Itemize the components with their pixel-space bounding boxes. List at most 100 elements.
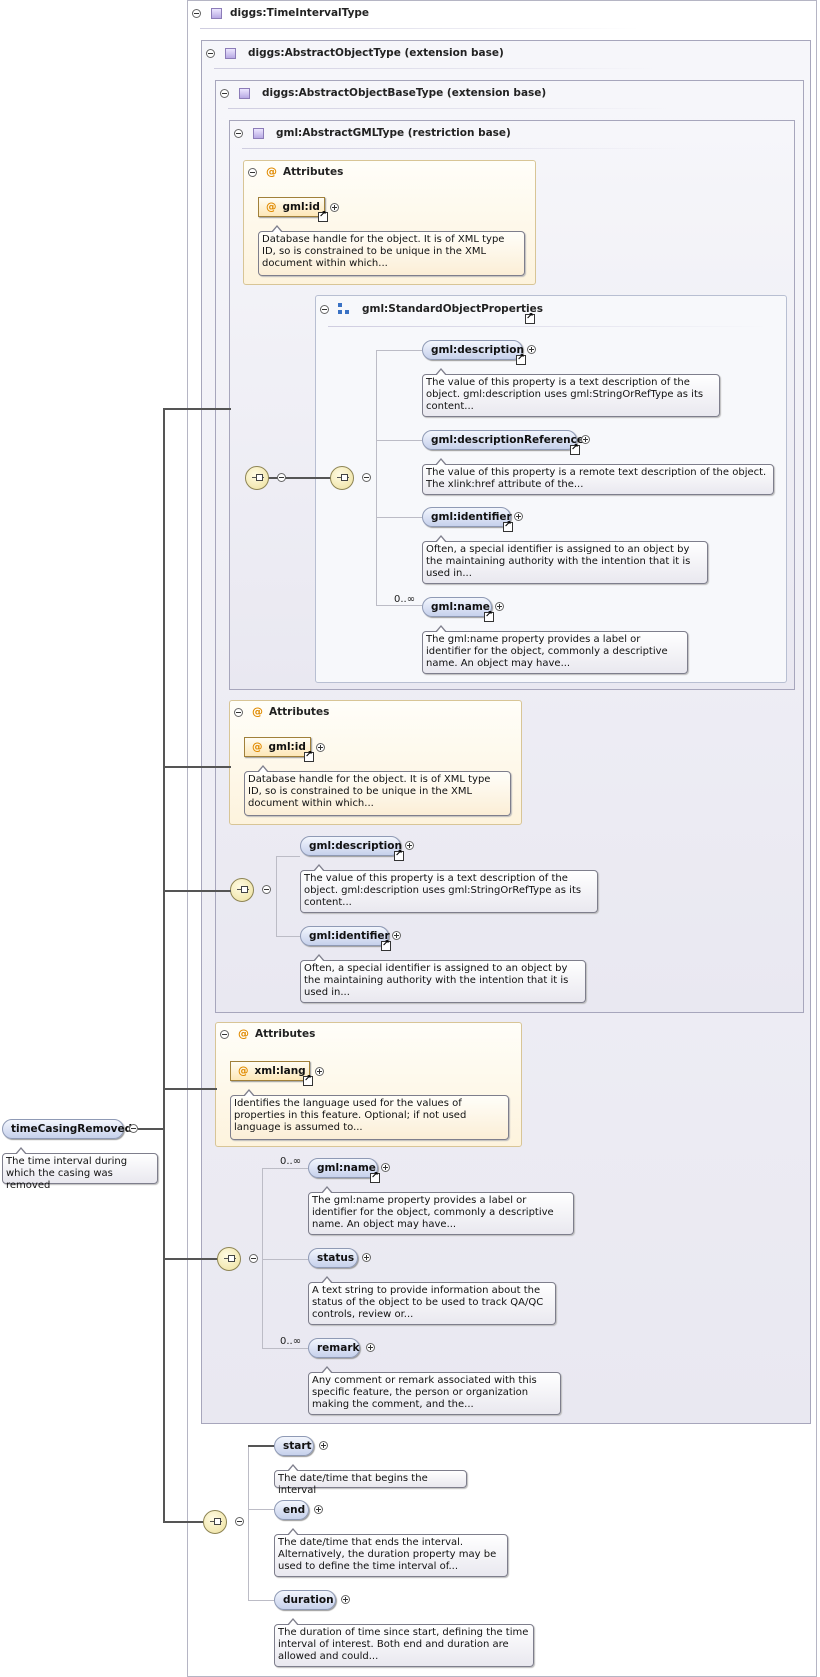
base-identifier-element[interactable]: gml:identifier (300, 926, 390, 946)
cardinality-label: 0..∞ (280, 1156, 302, 1167)
sequence-icon[interactable] (217, 1247, 241, 1271)
status-element[interactable]: status (308, 1248, 358, 1268)
header-divider (242, 148, 682, 149)
tree-line (276, 856, 300, 857)
connector-line (163, 766, 231, 768)
collapse-sequence[interactable] (235, 1517, 244, 1526)
expand-base-gml-id[interactable] (316, 743, 325, 752)
link-arrow-icon[interactable] (525, 312, 535, 324)
attribute-icon: @ (252, 705, 263, 718)
header-divider (328, 326, 768, 327)
tree-line (376, 350, 377, 605)
collapse-standard-object-properties[interactable] (320, 305, 329, 314)
expand-obj-name[interactable] (381, 1163, 390, 1172)
attribute-icon: @ (238, 1027, 249, 1040)
xml-lang-attribute[interactable]: @xml:lang (230, 1061, 310, 1081)
expand-std-description-reference[interactable] (581, 435, 590, 444)
collapse-sequence[interactable] (262, 885, 271, 894)
expand-end[interactable] (314, 1505, 323, 1514)
collapse-abstract-gml-type[interactable] (234, 129, 243, 138)
time-interval-type-header: diggs:TimeIntervalType (230, 7, 370, 19)
connector-line (163, 1258, 217, 1260)
base-gml-id-attribute[interactable]: @gml:id (244, 737, 311, 757)
expand-gml-id[interactable] (330, 203, 339, 212)
abstract-gml-type-header: gml:AbstractGMLType (restriction base) (276, 127, 511, 139)
collapse-sequence[interactable] (362, 473, 371, 482)
gml-id-attribute[interactable]: @gml:id (258, 197, 325, 217)
collapse-attributes[interactable] (220, 1030, 229, 1039)
collapse-sequence[interactable] (277, 473, 286, 482)
start-doc: The date/time that begins the interval (274, 1464, 467, 1496)
collapse-abstract-object-type[interactable] (206, 49, 215, 58)
tree-line (262, 1348, 308, 1349)
base-description-doc: The value of this property is a text des… (300, 864, 598, 913)
expand-status[interactable] (362, 1253, 371, 1262)
link-arrow-icon[interactable] (570, 443, 580, 455)
collapse-sequence[interactable] (249, 1254, 258, 1263)
link-arrow-icon[interactable] (304, 750, 314, 762)
link-arrow-icon[interactable] (303, 1074, 313, 1086)
link-arrow-icon[interactable] (370, 1171, 380, 1183)
status-doc: A text string to provide information abo… (308, 1276, 556, 1325)
sequence-icon[interactable] (203, 1510, 227, 1534)
xml-lang-doc: Identifies the language used for the val… (230, 1089, 509, 1140)
tree-line (276, 856, 277, 937)
collapse-root[interactable] (129, 1124, 138, 1133)
base-description-element[interactable]: gml:description (300, 836, 402, 856)
tree-line (376, 517, 422, 518)
expand-remark[interactable] (366, 1343, 375, 1352)
tree-line (248, 1446, 249, 1600)
tree-line (276, 936, 300, 937)
std-description-element[interactable]: gml:description (422, 340, 524, 360)
cardinality-label: 0..∞ (280, 1336, 302, 1347)
start-element[interactable]: start (274, 1436, 314, 1456)
end-doc: The date/time that ends the interval. Al… (274, 1528, 508, 1577)
expand-duration[interactable] (341, 1595, 350, 1604)
link-arrow-icon[interactable] (318, 210, 328, 222)
end-element[interactable]: end (274, 1500, 309, 1520)
root-element[interactable]: timeCasingRemoved (2, 1119, 132, 1139)
tree-line (248, 1600, 274, 1601)
expand-base-identifier[interactable] (392, 931, 401, 940)
collapse-abstract-object-base-type[interactable] (220, 89, 229, 98)
header-divider (214, 68, 654, 69)
gml-id-label: gml:id (282, 201, 320, 213)
sequence-icon[interactable] (245, 466, 269, 490)
std-name-doc: The gml:name property provides a label o… (422, 625, 688, 674)
tree-line (376, 440, 422, 441)
sequence-icon[interactable] (330, 466, 354, 490)
connector-line (163, 890, 231, 892)
expand-base-description[interactable] (405, 841, 414, 850)
tree-line (376, 350, 422, 351)
expand-std-description[interactable] (527, 345, 536, 354)
link-arrow-icon[interactable] (381, 939, 391, 951)
complex-type-icon (211, 8, 222, 19)
link-arrow-icon[interactable] (484, 610, 494, 622)
std-name-element[interactable]: gml:name (422, 597, 492, 617)
attributes-header: Attributes (283, 166, 344, 178)
sequence-icon[interactable] (230, 878, 254, 902)
std-identifier-element[interactable]: gml:identifier (422, 507, 512, 527)
complex-type-icon (239, 88, 250, 99)
std-description-reference-element[interactable]: gml:descriptionReference (422, 430, 584, 450)
link-arrow-icon[interactable] (394, 849, 404, 861)
expand-xml-lang[interactable] (315, 1067, 324, 1076)
remark-element[interactable]: remark (308, 1338, 360, 1358)
collapse-attributes[interactable] (234, 708, 243, 717)
expand-std-name[interactable] (495, 602, 504, 611)
duration-element[interactable]: duration (274, 1590, 336, 1610)
header-divider (200, 28, 640, 29)
base-gml-id-doc: Database handle for the object. It is of… (244, 765, 511, 816)
attribute-icon: @ (266, 165, 277, 178)
obj-name-element[interactable]: gml:name (308, 1158, 378, 1178)
tree-line (376, 605, 422, 606)
connector-line (248, 1445, 274, 1447)
tree-line (262, 1168, 308, 1169)
expand-start[interactable] (319, 1441, 328, 1450)
expand-std-identifier[interactable] (514, 512, 523, 521)
link-arrow-icon[interactable] (503, 520, 513, 532)
collapse-time-interval-type[interactable] (192, 9, 201, 18)
obj-name-doc: The gml:name property provides a label o… (308, 1186, 574, 1235)
collapse-attributes[interactable] (248, 168, 257, 177)
link-arrow-icon[interactable] (516, 353, 526, 365)
